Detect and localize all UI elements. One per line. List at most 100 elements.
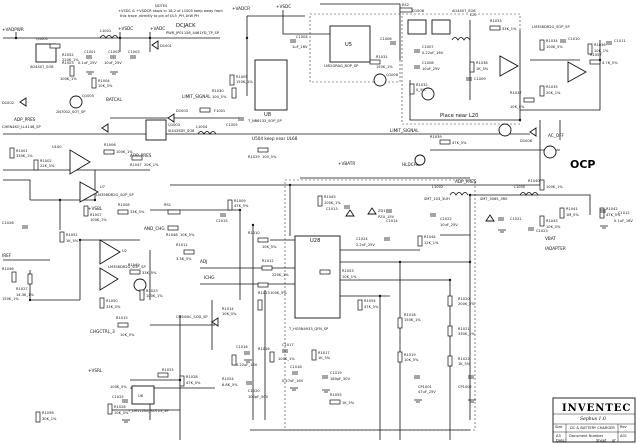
r1040-ref: R1040 [528, 179, 540, 183]
r1023-val: 100K_1% [146, 294, 163, 298]
net-vbat: VBAT [545, 236, 556, 241]
c1006-ref: C1006 [380, 37, 392, 41]
c1020-ref: C1020 [248, 389, 260, 393]
r1006-ref: R1006 [104, 143, 116, 147]
u100-opamp [69, 149, 91, 175]
r1019-val: 10K_5% [404, 358, 419, 362]
r1050-val: 33K_5% [106, 305, 121, 309]
net-vsdc: +VSDC [118, 26, 133, 31]
notes-line-1: +VSDC & +VSDCR stops in 18,2 of L1005 ke… [118, 9, 223, 13]
r1031-val: 150K_1% [376, 65, 393, 69]
c1001-ref: C1001 [84, 50, 96, 54]
d1006-symbol [529, 127, 537, 137]
r1055-val: 1K_5% [342, 401, 355, 405]
r1035-ref: R1035 [546, 85, 558, 89]
title-block: INVENTEC Sephus 1.0 DC & BATTERY CHARGER… [552, 397, 636, 443]
r1004-val: 10K_5% [98, 84, 113, 88]
r1001-val: 330K_1% [16, 154, 33, 158]
d1005-part: CH5I40C_SOD_SP [176, 315, 208, 319]
c1018-ref: C1018 [290, 365, 302, 369]
l1004-ref: L1004 [196, 125, 208, 129]
c1007-val: 0.22uF_16V [422, 51, 444, 55]
r1021-val: 330K_1% [458, 332, 475, 336]
r1026-ref: R1026 [114, 405, 126, 409]
r1038-ref: R1038 [476, 61, 488, 65]
r1053-ref: R1053 [342, 269, 354, 273]
qlimit-body [498, 123, 512, 137]
r1002-val: 22K_5% [40, 164, 55, 168]
r1033-val: 33K_1% [502, 27, 517, 31]
place-near-note: Place near L20 [440, 113, 478, 119]
qhld-body [414, 154, 426, 166]
r1030-ref: R1030 [212, 89, 224, 93]
c1001-val: 0.1uF_25V [78, 61, 97, 65]
qsw-body [421, 87, 435, 101]
document-label: Document Number [569, 434, 604, 438]
r1013-ref: R1013 [258, 291, 270, 295]
r1002-ref: R1002 [40, 159, 52, 163]
q1003-part: SI4435DY_SO8 [168, 129, 195, 133]
r1043-val: 10K_5% [546, 225, 561, 229]
u6-body [131, 385, 155, 405]
u2-opamp [99, 239, 121, 265]
of-label: of [612, 439, 616, 443]
r1017-val: 1K_5% [318, 356, 331, 360]
l1000-coil [519, 192, 539, 196]
l1001-coil [99, 35, 119, 39]
ul-opamp-1 [499, 55, 519, 77]
r1026-val: 10K_5% [114, 411, 129, 415]
r1042-val: 47K_5% [606, 213, 621, 217]
c1013-ref: C1013 [326, 207, 338, 211]
r1056-val: 30K_1% [42, 417, 57, 421]
rs2-body [399, 7, 413, 13]
c1022-val: 10uF_25V [440, 223, 458, 227]
l1004-coil [197, 131, 217, 135]
net-ac-off: AC_OFF [548, 133, 565, 138]
r1037-val: 10K_5% [510, 105, 525, 109]
net-limit-signal-1: LIMIT_SIGNAL [182, 94, 211, 99]
d1005-symbol [211, 317, 219, 327]
r1024-ref: R1024 [222, 377, 234, 381]
sheet-title: DC & BATTERY CHARGER [570, 426, 615, 430]
r1016-val: 100K_1% [278, 357, 295, 361]
r1021-ref: R1021 [458, 327, 470, 331]
c1004-val: 1uF_16V [292, 45, 308, 49]
sheet-label: Sheet [596, 439, 607, 443]
date-label: Date: [556, 439, 566, 443]
q1003-body [145, 119, 167, 141]
r1032-val: 0_5% [416, 88, 426, 92]
r1029-val: 100_5% [262, 155, 277, 159]
u504-keep-note: U504 keep near UL68 [252, 136, 298, 141]
notes-block: NOTES +VSDC & +VSDCR stops in 18,2 of L1… [118, 4, 478, 141]
u7-part: LM358DR2G_SOP_SP [96, 193, 134, 197]
u6-block: U6 T_LM1120A_SOT23_SP [127, 385, 169, 413]
rs1-body [167, 209, 181, 215]
f1001-ref: F1001 [214, 109, 225, 113]
notes-title: NOTES [155, 4, 168, 8]
company-name: INVENTEC [562, 403, 631, 414]
magnetics: L1001 L1004 L1002 SMT_103_3UH L1000 SMT_… [99, 3, 539, 215]
r1010-ref: R1010 [248, 231, 260, 235]
net-adp-pres-3: ADP_PRES [455, 179, 477, 184]
r1047-ref: R1047 [130, 163, 142, 167]
c1026-ref: C1026 [2, 221, 14, 225]
qocp-body [543, 145, 557, 159]
transistors: Q1001 AO4407_SO8 Q1005 2N7002_SOT_SP Q10… [30, 9, 557, 292]
resistors: R1001 330K_1% R1002 22K_5% R1003 100K_1%… [2, 19, 621, 423]
q1006-body-2 [431, 19, 451, 35]
r1041-val: 1M_5% [566, 213, 579, 217]
q1006-body-1 [407, 19, 427, 35]
r1046-ref: R1046 [2, 267, 14, 271]
r1030-val: 100_5% [212, 95, 227, 99]
u2-block: U2 LM358DR2G_SOP_SP [99, 239, 146, 291]
r1051-ref: R1051 [66, 233, 78, 237]
u5-ref: U5 [345, 42, 352, 48]
r1016-ref: R1016 [258, 347, 270, 351]
r1028-ref: R1028 [186, 375, 198, 379]
r1048-val: 10K_5% [180, 233, 195, 237]
q1008-ref: Q1008 [386, 73, 399, 77]
r1025-ref: R1025 [162, 368, 174, 372]
r1027-val: 14.3K_1% [16, 293, 34, 297]
c1014-ref: C1014 [386, 219, 398, 223]
r1045-ref: R1045 [324, 195, 336, 199]
